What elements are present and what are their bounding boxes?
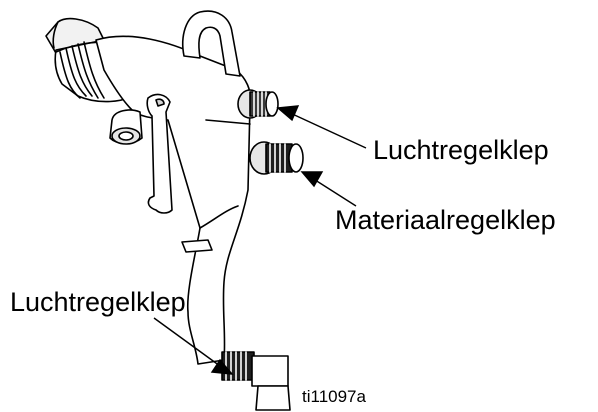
arrow-air-valve-top [278,106,366,148]
grip-hand-rest [182,240,212,252]
label-air-control-valve-top: Luchtregelklep [373,137,549,164]
material-adjust-knob [250,142,303,174]
label-air-control-valve-bottom: Luchtregelklep [10,289,186,316]
label-material-control-valve: Materiaalregelklep [335,207,556,234]
fluid-inlet [110,110,142,144]
arrow-material-valve [302,172,356,206]
figure-id: ti11097a [302,388,366,405]
air-adjust-knob-top [238,90,278,118]
air-inlet-valve-bottom [222,352,290,410]
